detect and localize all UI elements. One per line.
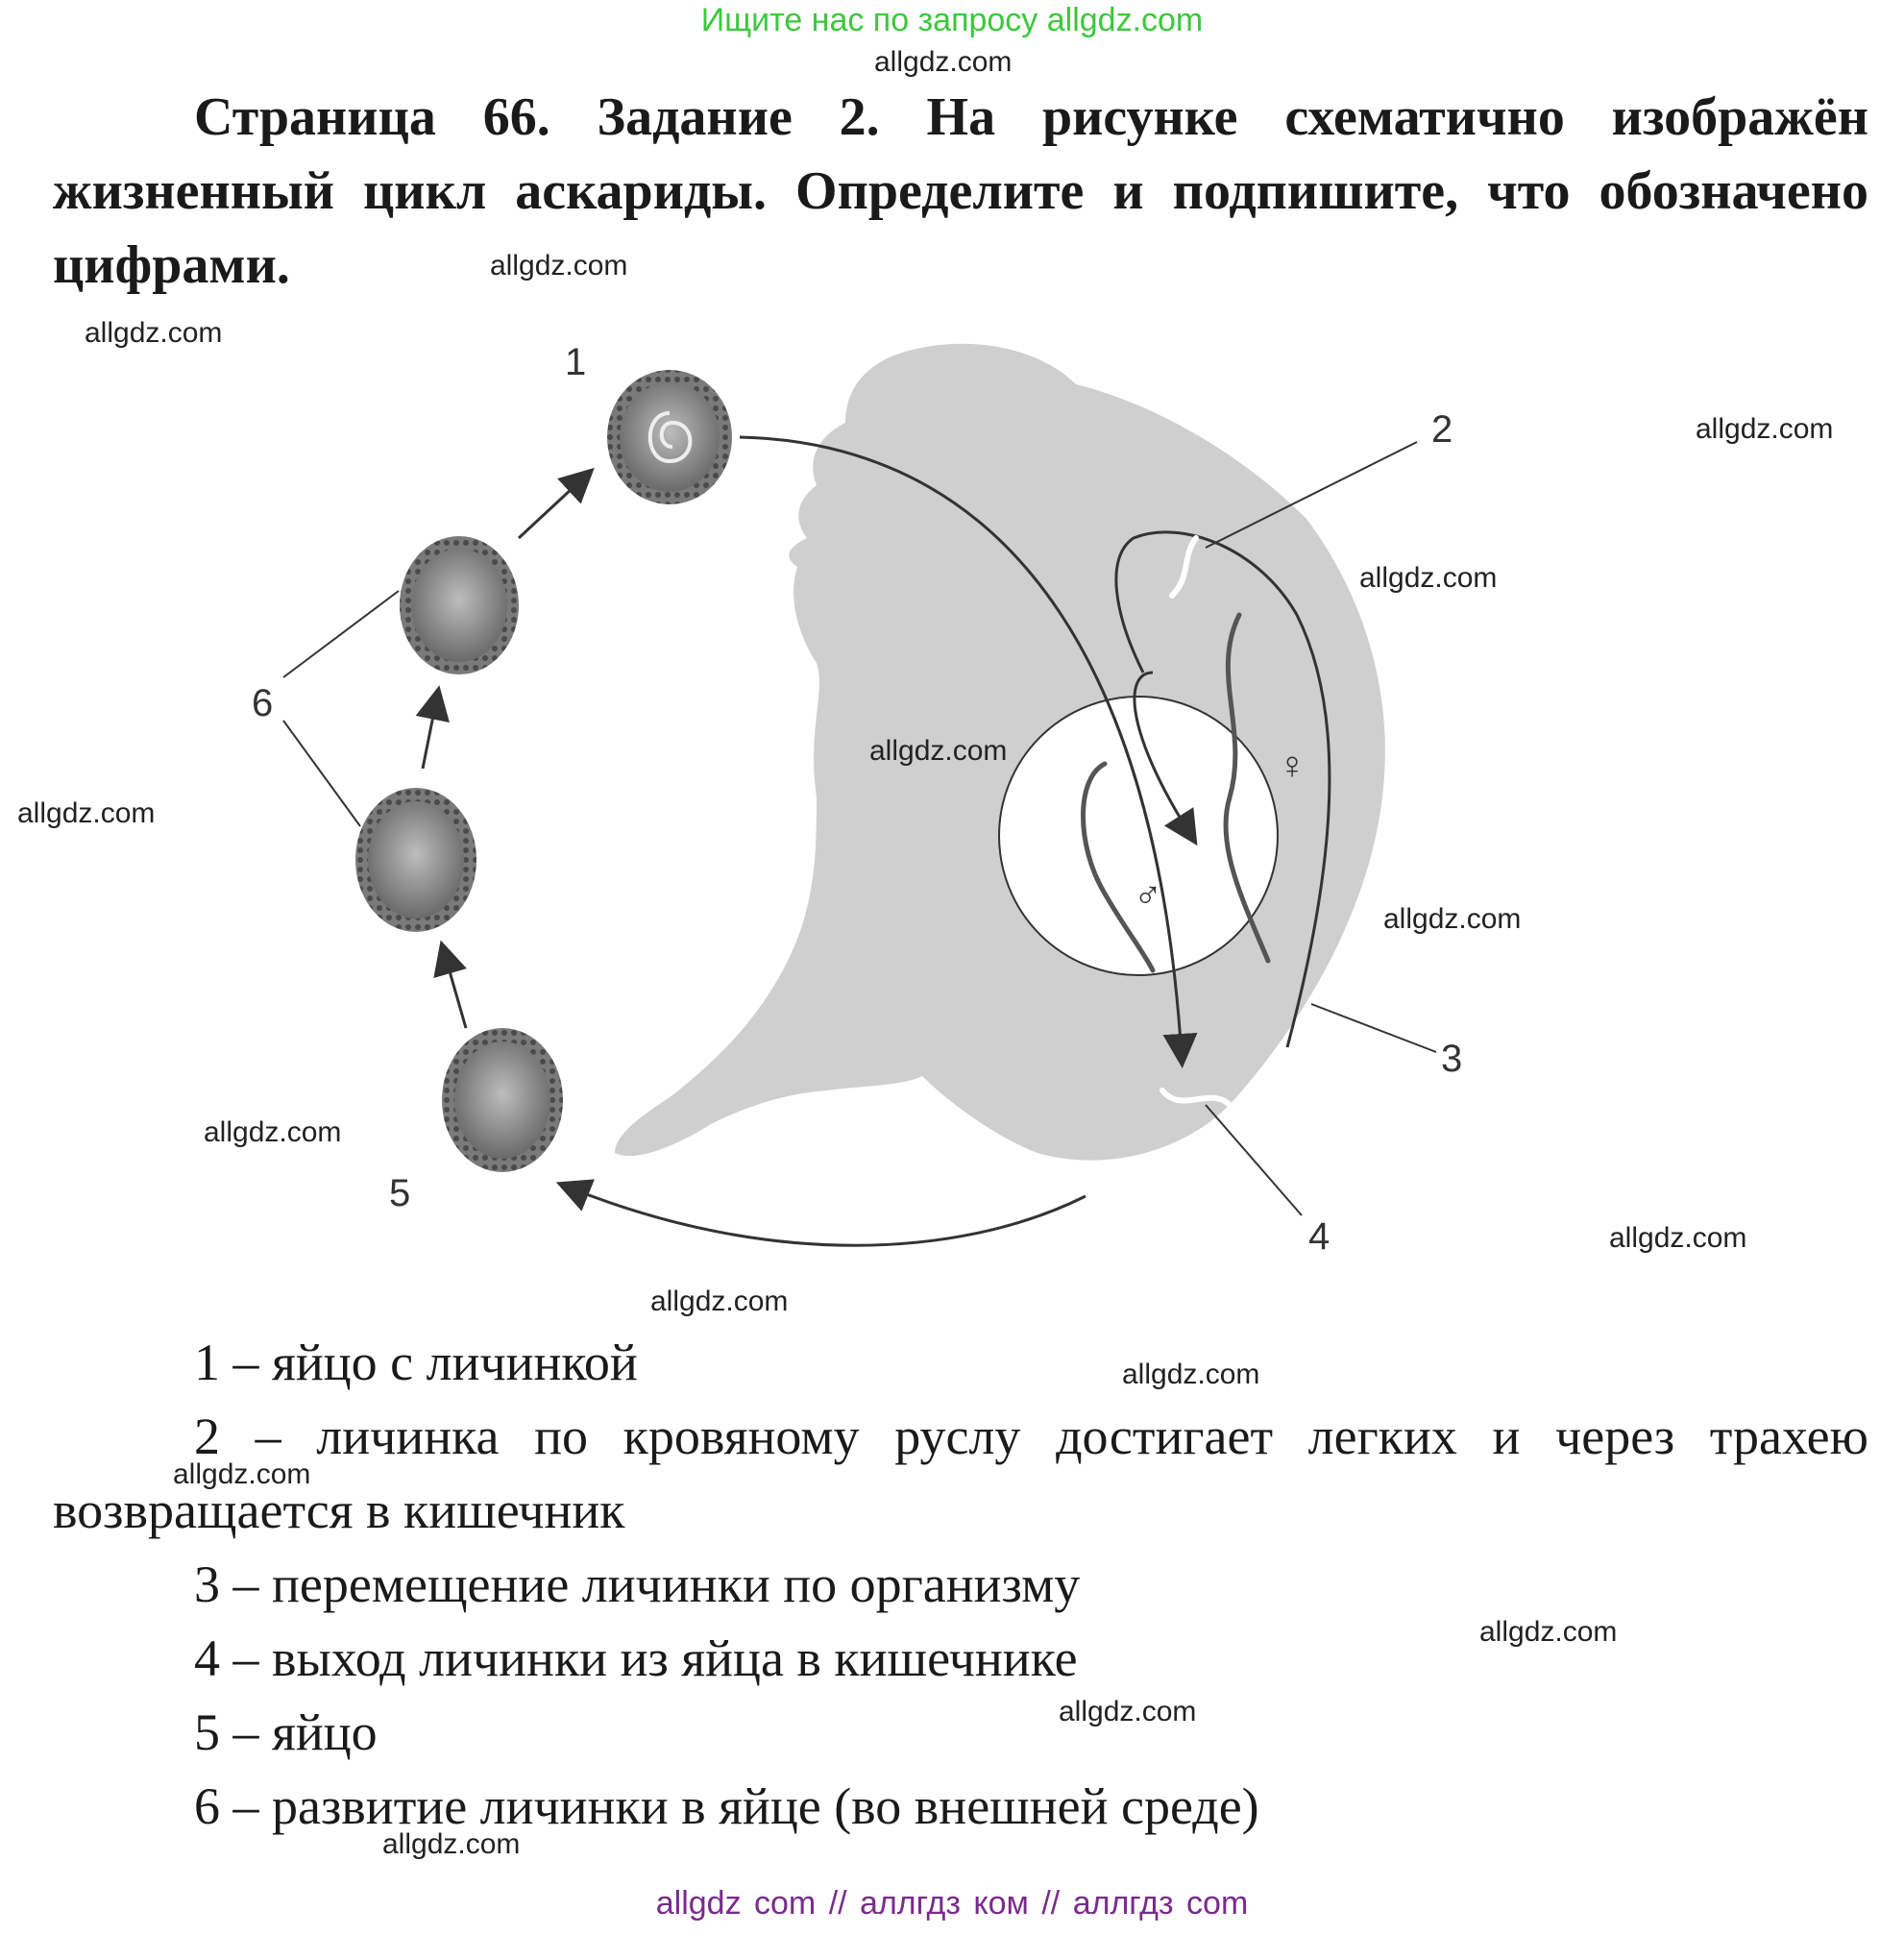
answer-2: 2 – личинка по кровяному руслу достигает… — [53, 1408, 1868, 1539]
watermark: allgdz.com — [1383, 903, 1522, 935]
male-worm — [1081, 761, 1156, 973]
larva-in-lungs — [1169, 535, 1199, 599]
male-symbol: ♂ — [1134, 874, 1162, 917]
ingestion-arrow — [739, 435, 1198, 1068]
watermark: allgdz.com — [85, 317, 223, 349]
migration-arrow-down — [1133, 671, 1198, 846]
egg-6-developing — [400, 536, 519, 674]
egg-4-cleavage — [355, 788, 476, 932]
figure-label-6: 6 — [252, 682, 273, 724]
watermark: allgdz.com — [1122, 1359, 1260, 1390]
watermark: allgdz.com — [17, 797, 156, 829]
figure-label-4: 4 — [1308, 1215, 1330, 1258]
figure-label-5: 5 — [389, 1172, 410, 1214]
female-symbol: ♀ — [1278, 745, 1306, 787]
migration-loop — [1114, 530, 1331, 1048]
answer-1: 1 – яйцо с личинкой — [194, 1334, 638, 1391]
egg-1-with-larva — [607, 370, 732, 504]
footer-links: allgdz com // аллгдз ком // аллгдз com — [655, 1885, 1249, 1922]
answer-3: 3 – перемещение личинки по организму — [194, 1555, 1081, 1613]
task-title: Страница 66. Задание 2. На рисунке схема… — [53, 87, 1868, 295]
answer-6: 6 – развитие личинки в яйце (во внешней … — [194, 1777, 1259, 1835]
arrow-3-to-1 — [517, 467, 595, 540]
magnified-intestine-circle — [998, 696, 1279, 976]
figure-label-1: 1 — [565, 341, 586, 383]
watermark: allgdz.com — [1059, 1696, 1197, 1727]
answer-5: 5 – яйцо — [194, 1703, 378, 1761]
female-worm — [1223, 612, 1271, 964]
watermark: allgdz.com — [1479, 1616, 1618, 1648]
answer-4: 4 – выход личинки из яйца в кишечнике — [194, 1629, 1078, 1687]
arrow-4-to-3 — [415, 685, 450, 770]
watermark: allgdz.com — [490, 250, 628, 282]
watermark: allgdz.com — [874, 46, 1013, 78]
watermark: allgdz.com — [650, 1286, 789, 1317]
figure-label-2: 2 — [1431, 408, 1452, 451]
egg-5 — [442, 1028, 563, 1172]
watermark: allgdz.com — [173, 1458, 311, 1490]
excretion-arrow — [555, 1179, 1086, 1247]
search-hint-banner: Ищите нас по запросу allgdz.com — [700, 2, 1204, 38]
ascaris-life-cycle-figure: ♂ ♀ 1 2 3 4 5 6 — [252, 341, 1462, 1258]
watermark: allgdz.com — [869, 735, 1008, 767]
answers-list: 1 – яйцо с личинкой 2 – личинка по кровя… — [53, 1326, 1868, 1844]
watermark: allgdz.com — [382, 1828, 521, 1860]
arrow-5-to-4 — [433, 940, 468, 1029]
larva-hatched — [1159, 1088, 1233, 1108]
watermark: allgdz.com — [1359, 562, 1498, 594]
figure-label-3: 3 — [1441, 1038, 1462, 1080]
watermark: allgdz.com — [1696, 413, 1834, 445]
watermark: allgdz.com — [1609, 1222, 1747, 1254]
watermark: allgdz.com — [204, 1116, 342, 1148]
